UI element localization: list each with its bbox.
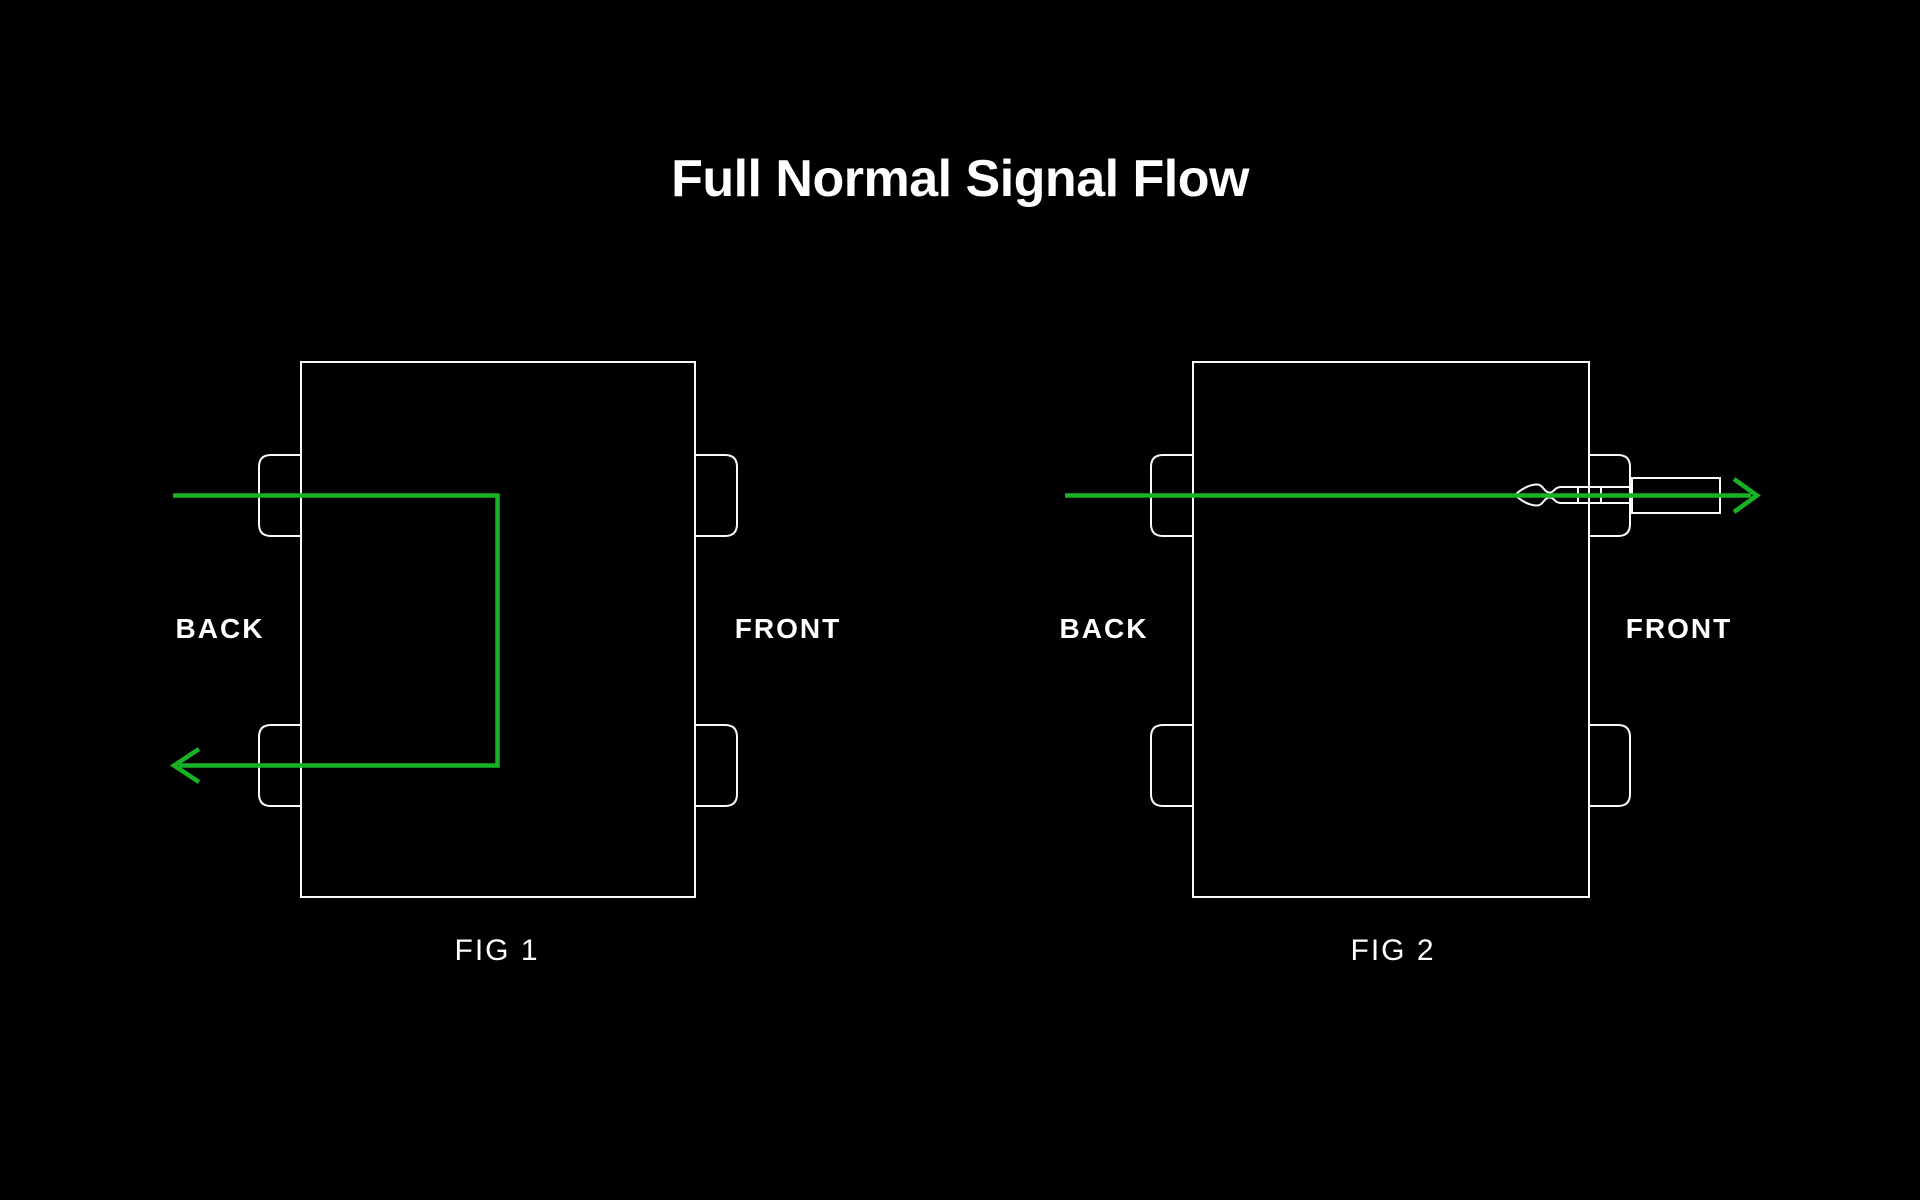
fig2-caption: FIG 2 xyxy=(1350,934,1436,967)
signal-path-fig1 xyxy=(173,493,500,768)
module-outline-fig1 xyxy=(300,361,696,898)
fig2-front-label: FRONT xyxy=(1625,613,1733,644)
fig1-caption: FIG 1 xyxy=(454,934,540,967)
jack-tab-front-top-fig1 xyxy=(694,454,738,537)
fig1-front-label: FRONT xyxy=(734,613,842,644)
jack-tab-back-bottom-fig2 xyxy=(1150,724,1194,807)
jack-tab-front-bottom-fig2 xyxy=(1588,724,1631,807)
signal-arrowhead-right-icon xyxy=(1732,477,1761,514)
signal-arrowhead-left-icon xyxy=(169,747,201,784)
plug-tip-outline xyxy=(1514,483,1632,507)
fig2-module xyxy=(1065,361,1761,898)
jack-tab-front-bottom-fig1 xyxy=(694,724,738,807)
page-title: Full Normal Signal Flow xyxy=(671,150,1249,208)
fig1-module xyxy=(169,361,738,898)
module-outline-fig2 xyxy=(1192,361,1590,898)
fig1-back-label: BACK xyxy=(175,613,265,644)
fig2-back-label: BACK xyxy=(1059,613,1149,644)
